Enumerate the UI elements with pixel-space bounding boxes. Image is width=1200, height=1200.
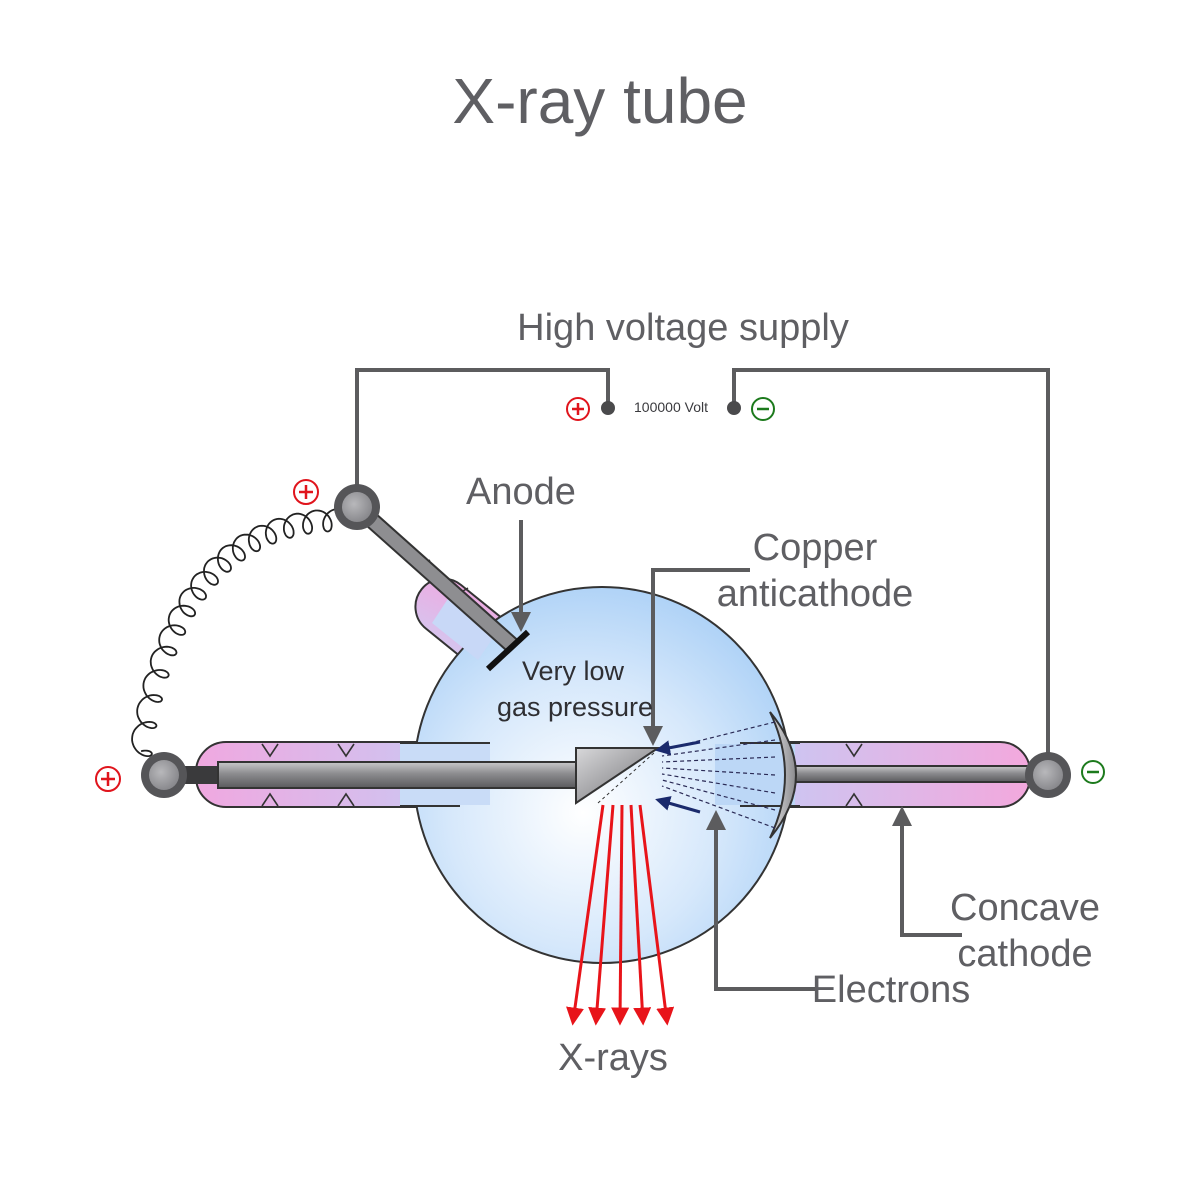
anode-label: Anode: [466, 471, 576, 513]
concave-label-line1: Concave: [950, 887, 1100, 929]
supply-minus-sign: [751, 397, 775, 421]
xray-beam: [588, 804, 615, 1026]
anticathode-terminal: [141, 752, 187, 798]
copper-label-line1: Copper: [753, 527, 878, 569]
concave-label-line2: cathode: [957, 933, 1092, 975]
pressure-label-line1: Very low: [522, 656, 625, 686]
electron-beam: [655, 721, 776, 829]
electrons-callout: [706, 810, 815, 991]
copper-label-line2: anticathode: [717, 573, 914, 615]
cathode-supply-wire: [732, 368, 1050, 772]
xray-beams: [566, 804, 675, 1026]
cathode-rod: [789, 765, 1031, 783]
supply-positive-terminal: [601, 401, 615, 415]
anode-terminal: [334, 484, 380, 530]
anode-supply-wire: [355, 368, 610, 505]
xrays-label: X-rays: [558, 1037, 668, 1079]
supply-plus-sign: [566, 397, 590, 421]
anticathode-plus-sign: [95, 766, 121, 792]
cathode-minus-sign: [1081, 760, 1105, 784]
anticathode-target: [575, 747, 662, 805]
diagram-title: X-ray tube: [452, 65, 747, 137]
xray-beam: [638, 804, 675, 1026]
copper-callout: [643, 568, 750, 746]
xray-beam: [629, 804, 652, 1026]
xray-beam: [611, 804, 630, 1026]
supply-circuit: High voltage supply 100000 Volt: [355, 307, 1050, 772]
pressure-label-line2: gas pressure: [497, 692, 653, 722]
anode-terminal-plus-sign: [293, 479, 319, 505]
concave-callout: [892, 806, 962, 937]
xray-beam: [566, 804, 605, 1026]
electrons-label: Electrons: [812, 969, 970, 1011]
anticathode-rod: [217, 761, 579, 789]
anode: [351, 500, 531, 672]
anode-plate: [485, 629, 531, 672]
cathode-cup: [769, 711, 797, 839]
electron-arrow-bottom: [655, 796, 701, 814]
supply-negative-terminal: [727, 401, 741, 415]
cathode-terminal: [1025, 752, 1071, 798]
electron-arrow-top: [655, 740, 701, 756]
supply-voltage: 100000 Volt: [634, 399, 708, 415]
supply-label: High voltage supply: [517, 307, 849, 349]
filament-coil: [131, 508, 353, 757]
